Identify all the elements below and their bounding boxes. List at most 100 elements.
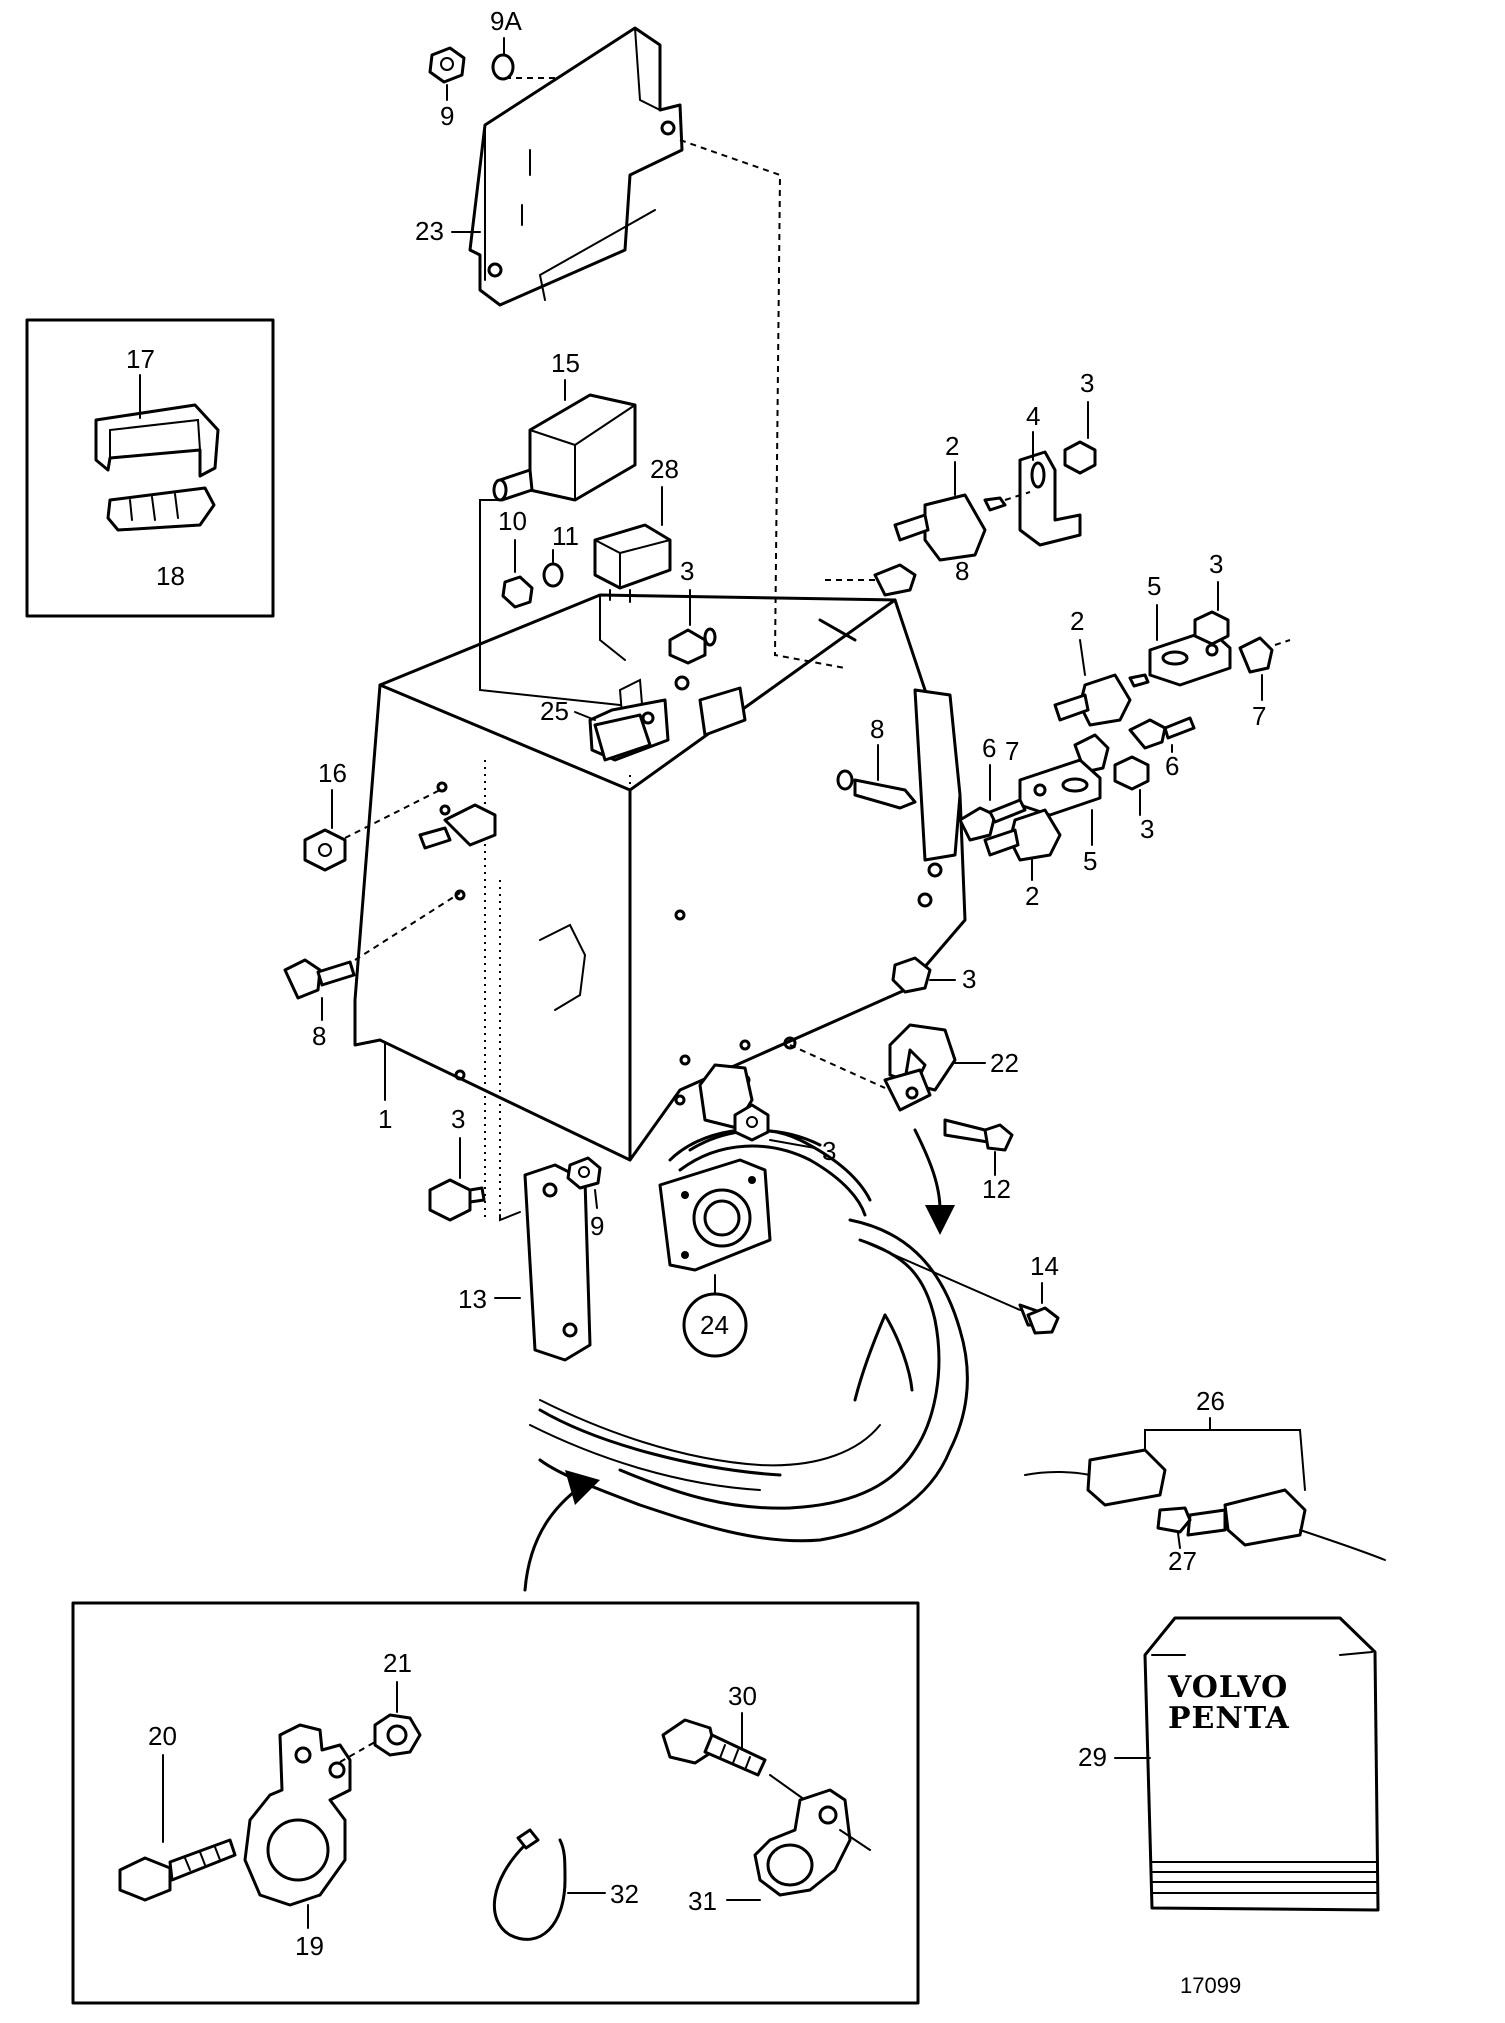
callout-15: 15 — [551, 348, 580, 378]
instruction-manual-29 — [1143, 1616, 1380, 1912]
callout-3-right-upper: 3 — [1209, 549, 1223, 579]
callout-19: 19 — [295, 1931, 324, 1961]
callout-16: 16 — [318, 758, 347, 788]
callout-6-left: 6 — [982, 733, 996, 763]
nut-21 — [373, 1713, 422, 1757]
rubber-mount-2-top — [893, 493, 1007, 562]
strap-13 — [523, 1163, 592, 1362]
callout-31: 31 — [688, 1886, 717, 1916]
bolt-8-mid — [836, 769, 917, 810]
callout-17: 17 — [126, 344, 155, 374]
callout-8-top-right: 8 — [955, 556, 969, 586]
clamp-19 — [243, 1723, 352, 1907]
callout-12: 12 — [982, 1174, 1011, 1204]
callout-11: 11 — [552, 521, 579, 551]
arrow-harness-bend — [913, 1128, 955, 1235]
callout-29: 29 — [1078, 1742, 1107, 1772]
manual-brand-line1: VOLVO — [1167, 1670, 1288, 1705]
relay-15 — [492, 393, 637, 502]
rubber-mount-2-mid — [1053, 673, 1150, 727]
connector-24 — [658, 1158, 772, 1272]
plate-5-lower — [1018, 758, 1102, 817]
manual-brand-line2: PENTA — [1168, 1701, 1290, 1736]
nut-3-right-upper — [1193, 610, 1230, 646]
nut-9-bottom — [566, 1156, 602, 1190]
callout-14: 14 — [1030, 1251, 1059, 1281]
callout-13: 13 — [458, 1284, 487, 1314]
callout-9-top: 9 — [440, 101, 454, 131]
nut-3-bottom-left — [428, 1178, 486, 1222]
clamp-31 — [753, 1788, 852, 1897]
connector-26 — [1024, 1429, 1386, 1561]
washer-11 — [542, 562, 564, 588]
callout-30: 30 — [728, 1681, 757, 1711]
control-unit-23 — [468, 26, 684, 307]
connector-25 — [593, 713, 652, 762]
callout-26: 26 — [1196, 1386, 1225, 1416]
callout-10: 10 — [498, 506, 527, 536]
screw-12 — [943, 1118, 1014, 1152]
callout-4: 4 — [1026, 401, 1040, 431]
nut-16 — [303, 828, 347, 872]
callout-25: 25 — [540, 696, 569, 726]
wire-harness — [529, 1128, 969, 1543]
callout-23: 23 — [415, 216, 444, 246]
nut-3-right-lower — [1113, 755, 1150, 791]
callout-9-bottom: 9 — [590, 1211, 604, 1241]
callout-5-upper: 5 — [1147, 571, 1161, 601]
callout-28: 28 — [650, 454, 679, 484]
callout-2-top: 2 — [945, 431, 959, 461]
callout-2-low: 2 — [1025, 881, 1039, 911]
callout-3-inner: 3 — [680, 556, 694, 586]
callout-2-mid: 2 — [1070, 606, 1084, 636]
callout-3-top-right: 3 — [1080, 368, 1094, 398]
callout-6-right: 6 — [1165, 751, 1179, 781]
callout-7-lower: 7 — [1005, 736, 1019, 766]
nut-10 — [501, 575, 534, 609]
cable-tie-32 — [493, 1828, 567, 1941]
clamp-22 — [883, 1023, 957, 1112]
callout-21: 21 — [383, 1648, 412, 1678]
callout-22: 22 — [990, 1048, 1019, 1078]
nut-3-inner — [668, 627, 717, 665]
bolt-inner-left — [418, 803, 497, 850]
callout-18: 18 — [156, 561, 185, 591]
callout-9A: 9A — [490, 6, 522, 36]
inset-box-connector-cover — [25, 318, 275, 618]
spacer-7-upper — [1238, 636, 1274, 674]
callout-8-left: 8 — [312, 1021, 326, 1051]
bolt-8-top-right — [820, 563, 917, 597]
nut-3-harness — [733, 1103, 770, 1142]
callout-3-bottom-left: 3 — [451, 1104, 465, 1134]
bolt-8-left — [283, 958, 356, 1000]
bolt-6-right — [1128, 716, 1196, 750]
callout-32: 32 — [610, 1879, 639, 1909]
bolt-6-left — [958, 798, 1027, 842]
figure-number: 17099 — [1180, 1973, 1241, 1998]
callout-5-lower: 5 — [1083, 846, 1097, 876]
arrow-to-inset — [523, 1470, 600, 1592]
nut-3-box-right — [891, 956, 932, 994]
box-1 — [353, 593, 967, 1162]
callout-3-right-lower: 3 — [1140, 814, 1154, 844]
rubber-mount-2-low — [983, 808, 1062, 862]
relay-28 — [593, 523, 672, 603]
callout-7-upper: 7 — [1252, 701, 1266, 731]
nut-9-top — [428, 46, 466, 84]
callout-20: 20 — [148, 1721, 177, 1751]
bolt-30 — [661, 1718, 767, 1777]
washer-9A — [491, 53, 515, 81]
screw-14 — [1018, 1303, 1060, 1335]
callout-8-mid: 8 — [870, 714, 884, 744]
nut-3-top-right — [1063, 440, 1097, 475]
callout-24: 24 — [700, 1310, 729, 1340]
pin-27 — [1156, 1506, 1192, 1534]
callout-3-box-right: 3 — [962, 964, 976, 994]
bolt-20 — [118, 1838, 237, 1902]
callout-1: 1 — [378, 1104, 392, 1134]
inset-box-clamps — [71, 1601, 920, 2005]
callout-3-harness: 3 — [822, 1136, 836, 1166]
callout-27: 27 — [1168, 1546, 1197, 1576]
bracket-4 — [1018, 450, 1082, 547]
